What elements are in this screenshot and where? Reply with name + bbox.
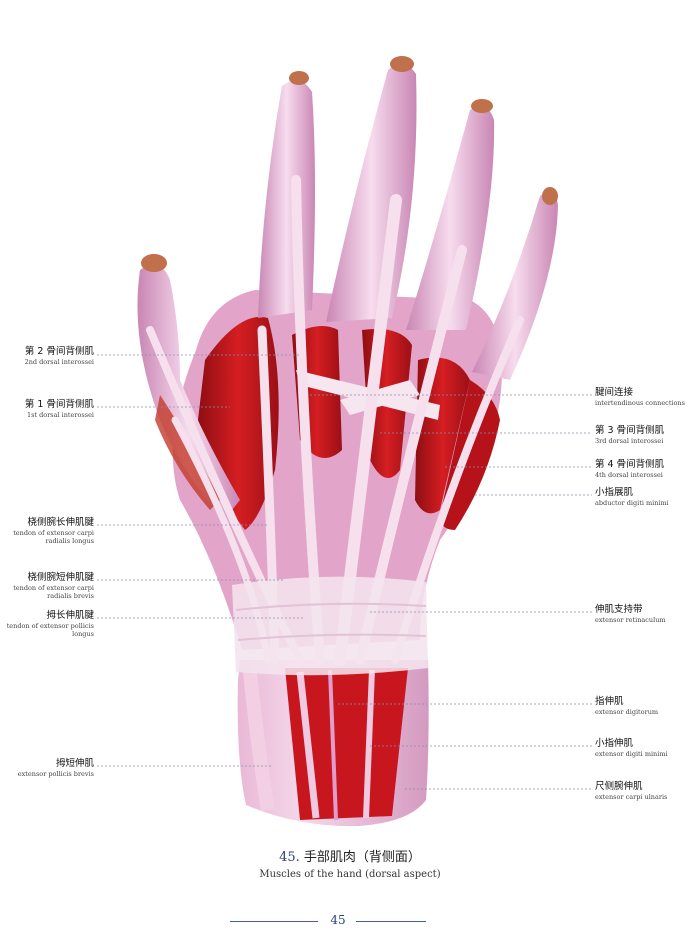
label-zh: 尺侧腕伸肌 — [595, 781, 643, 792]
label-extensor-carpi-ulnaris: 尺侧腕伸肌 extensor carpi ulnaris — [595, 781, 667, 801]
label-zh: 第 2 骨间背侧肌 — [24, 346, 94, 357]
label-en: extensor carpi ulnaris — [595, 793, 668, 801]
label-zh: 小指伸肌 — [595, 738, 634, 749]
label-epl-tendon: 拇长伸肌腱 tendon of extensor pollicis longus — [0, 610, 94, 638]
label-zh: 第 3 骨间背侧肌 — [595, 425, 665, 436]
label-zh: 拇长伸肌腱 — [46, 610, 94, 621]
label-zh: 桡侧腕长伸肌腱 — [27, 517, 94, 528]
label-en: 1st dorsal interossei — [26, 411, 94, 419]
label-en: extensor digitorum — [595, 708, 659, 716]
forearm-extensor-muscles — [285, 668, 408, 820]
figure-title-zh: 手部肌肉（背侧面） — [303, 850, 421, 865]
label-en: abductor digiti minimi — [595, 499, 669, 507]
label-epb: 拇短伸肌 extensor pollicis brevis — [18, 758, 94, 778]
thumb — [137, 264, 240, 520]
page-rule-left — [230, 921, 318, 922]
label-intertendinous-connections: 腱间连接 intertendinous connections — [595, 387, 685, 407]
label-extensor-digiti-minimi: 小指伸肌 extensor digiti minimi — [595, 738, 668, 758]
label-zh: 伸肌支持带 — [595, 604, 643, 615]
label-zh: 指伸肌 — [595, 696, 624, 707]
label-ecr-brevis-tendon: 桡侧腕短伸肌腱 tendon of extensor carpi radiali… — [0, 572, 94, 600]
label-ecr-longus-tendon: 桡侧腕长伸肌腱 tendon of extensor carpi radiali… — [0, 517, 94, 545]
label-en: tendon of extensor pollicis longus — [6, 622, 94, 638]
extensor-retinaculum — [232, 576, 428, 676]
label-extensor-digitorum: 指伸肌 extensor digitorum — [595, 696, 658, 716]
label-en: extensor pollicis brevis — [17, 770, 94, 778]
label-en: tendon of extensor carpi radialis longus — [13, 529, 94, 545]
leader-lines — [97, 354, 592, 790]
middle-finger — [326, 63, 417, 322]
label-en: 2nd dorsal interossei — [24, 358, 94, 366]
ring-finger — [406, 106, 495, 331]
label-2nd-dorsal-interossei: 第 2 骨间背侧肌 2nd dorsal interossei — [25, 346, 94, 366]
label-zh: 小指展肌 — [595, 487, 634, 498]
label-zh: 腱间连接 — [595, 387, 634, 398]
label-abductor-digiti-minimi: 小指展肌 abductor digiti minimi — [595, 487, 669, 507]
label-en: extensor retinaculum — [595, 616, 666, 624]
label-1st-dorsal-interossei: 第 1 骨间背侧肌 1st dorsal interossei — [25, 399, 94, 419]
label-zh: 第 4 骨间背侧肌 — [595, 459, 665, 470]
label-zh: 桡侧腕短伸肌腱 — [27, 572, 94, 583]
label-en: 4th dorsal interossei — [595, 471, 663, 479]
label-en: tendon of extensor carpi radialis brevis — [13, 584, 94, 600]
page-number: 45 — [330, 913, 346, 927]
label-en: extensor digiti minimi — [595, 750, 668, 758]
index-finger — [258, 80, 315, 318]
little-finger — [472, 192, 558, 380]
label-3rd-dorsal-interossei: 第 3 骨间背侧肌 3rd dorsal interossei — [595, 425, 664, 445]
label-en: intertendinous connections — [595, 399, 685, 407]
label-extensor-retinaculum: 伸肌支持带 extensor retinaculum — [595, 604, 666, 624]
page-rule-right — [356, 921, 426, 922]
label-zh: 第 1 骨间背侧肌 — [24, 399, 94, 410]
figure-number: 45. — [279, 850, 300, 865]
label-4th-dorsal-interossei: 第 4 骨间背侧肌 4th dorsal interossei — [595, 459, 664, 479]
label-zh: 拇短伸肌 — [55, 758, 94, 769]
label-en: 3rd dorsal interossei — [595, 437, 664, 445]
figure-caption-en: Muscles of the hand (dorsal aspect) — [259, 869, 441, 880]
figure-caption-zh: 45. 手部肌肉（背侧面） — [0, 846, 700, 865]
